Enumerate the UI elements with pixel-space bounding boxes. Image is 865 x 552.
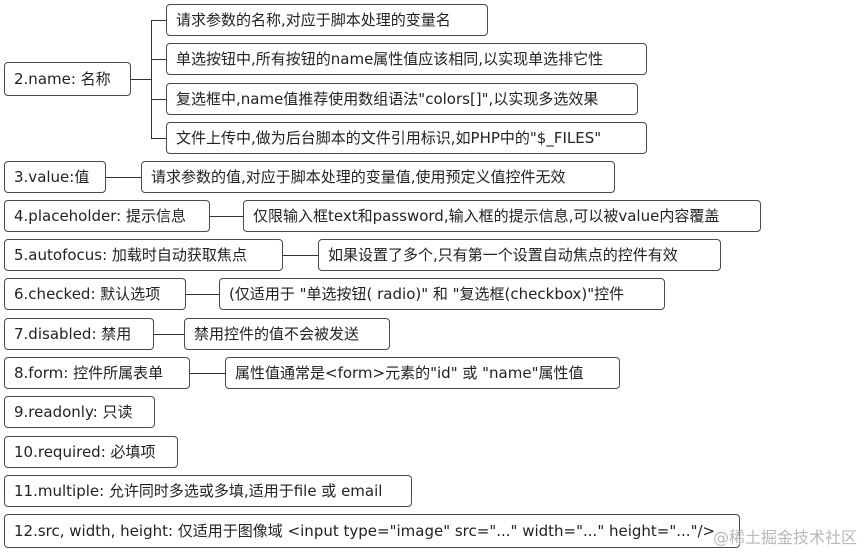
topic-node[interactable]: 6.checked: 默认选项 [4, 278, 186, 310]
topic-node[interactable]: 2.name: 名称 [4, 62, 131, 96]
subtopic-node[interactable]: 如果设置了多个,只有第一个设置自动焦点的控件有效 [318, 239, 721, 271]
topic-node[interactable]: 3.value:值 [4, 161, 106, 193]
watermark: @稀土掘金技术社区 [712, 528, 857, 547]
topic-node[interactable]: 4.placeholder: 提示信息 [4, 200, 210, 232]
connector-line [131, 79, 151, 80]
topic-node[interactable]: 10.required: 必填项 [4, 436, 178, 468]
connector-line [210, 216, 243, 217]
subtopic-node[interactable]: 文件上传中,做为后台脚本的文件引用标识,如PHP中的"$_FILES" [166, 122, 647, 154]
connector-branch [151, 138, 166, 139]
connector-line [154, 334, 184, 335]
subtopic-node[interactable]: 复选框中,name值推荐使用数组语法"colors[]",以实现多选效果 [166, 83, 638, 115]
subtopic-node[interactable]: 属性值通常是<form>元素的"id" 或 "name"属性值 [225, 357, 620, 389]
topic-node[interactable]: 9.readonly: 只读 [4, 396, 155, 428]
connector-branch [151, 59, 166, 60]
connector-line [283, 255, 318, 256]
subtopic-node[interactable]: (仅适用于 "单选按钮( radio)" 和 "复选框(checkbox)"控件 [219, 278, 665, 310]
topic-node[interactable]: 12.src, width, height: 仅适用于图像域 <input ty… [4, 514, 740, 548]
connector-branch [151, 20, 166, 21]
connector-line [190, 373, 225, 374]
subtopic-node[interactable]: 请求参数的值,对应于脚本处理的变量值,使用预定义值控件无效 [141, 161, 615, 193]
subtopic-node[interactable]: 请求参数的名称,对应于脚本处理的变量名 [166, 4, 488, 36]
topic-node[interactable]: 5.autofocus: 加载时自动获取焦点 [4, 239, 283, 271]
topic-node[interactable]: 11.multiple: 允许同时多选或多填,适用于file 或 email [4, 475, 412, 507]
connector-line [106, 177, 141, 178]
connector-branch [151, 99, 166, 100]
connector-spine [151, 20, 152, 139]
subtopic-node[interactable]: 仅限输入框text和password,输入框的提示信息,可以被value内容覆盖 [243, 200, 761, 232]
topic-node[interactable]: 8.form: 控件所属表单 [4, 357, 190, 389]
connector-line [186, 294, 219, 295]
subtopic-node[interactable]: 禁用控件的值不会被发送 [184, 318, 390, 350]
subtopic-node[interactable]: 单选按钮中,所有按钮的name属性值应该相同,以实现单选排它性 [166, 43, 647, 75]
topic-node[interactable]: 7.disabled: 禁用 [4, 318, 154, 350]
